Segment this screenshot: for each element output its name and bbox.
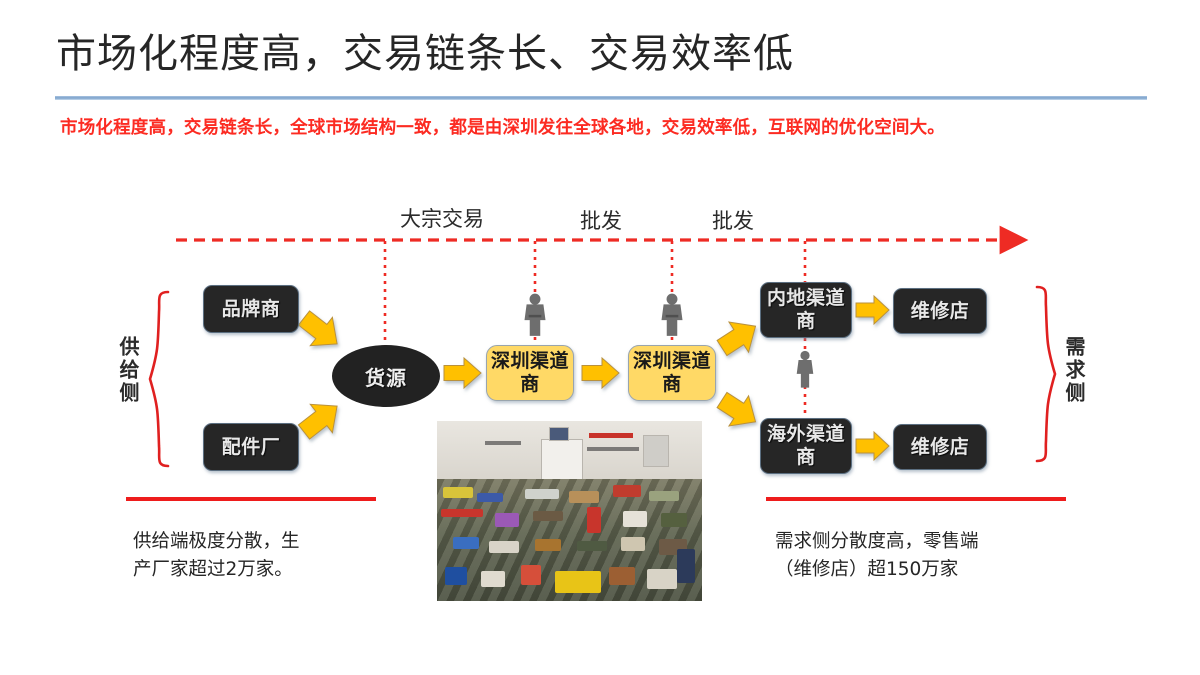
photo-sign-right — [643, 435, 669, 467]
title-divider — [55, 96, 1147, 100]
node-inland-dealer[interactable]: 内地渠道商 — [760, 282, 852, 338]
arrow-parts-to-source — [297, 403, 338, 440]
arrow-inland-to-repair1 — [855, 294, 890, 326]
photo-banner-gray — [587, 447, 639, 451]
caption-supply-line2: 产厂家超过2万家。 — [133, 559, 293, 580]
label-supply-side: 供给侧 — [116, 336, 140, 405]
node-goods-source[interactable]: 货源 — [332, 345, 440, 407]
caption-demand-line2: （维修店）超150万家 — [775, 559, 959, 580]
node-shenzhen-dealer-2[interactable]: 深圳渠道商 — [628, 345, 716, 401]
photo-sign-center — [541, 439, 583, 485]
market-photo — [437, 421, 702, 601]
arrow-overseas-to-repair2 — [855, 430, 890, 462]
node-repair-shop-2[interactable]: 维修店 — [893, 424, 987, 470]
yellow-arrows-group — [297, 294, 890, 462]
photo-stalls — [437, 479, 702, 601]
caption-demand-line1: 需求侧分散度高，零售端 — [775, 531, 979, 552]
person-icon — [661, 293, 683, 336]
node-brand-owner[interactable]: 品牌商 — [203, 285, 299, 333]
person-icons-group — [524, 293, 814, 388]
arrow-dealer2-to-overseas — [716, 391, 757, 427]
subtitle-text: 市场化程度高，交易链条长，全球市场结构一致，都是由深圳发往全球各地，交易效率低，… — [60, 117, 945, 137]
photo-banner-gray-2 — [485, 441, 521, 445]
caption-demand: 需求侧分散度高，零售端 （维修店）超150万家 — [775, 528, 1075, 584]
node-repair-shop-1[interactable]: 维修店 — [893, 288, 987, 334]
flow-label-wholesale-2: 批发 — [712, 209, 754, 233]
flow-label-bulk-trade: 大宗交易 — [400, 207, 484, 231]
page-title: 市场化程度高，交易链条长、交易效率低 — [56, 31, 794, 77]
label-demand-side: 需求侧 — [1062, 336, 1086, 405]
brace-supply-side — [148, 290, 170, 468]
photo-sign-blue — [549, 427, 569, 441]
person-icon — [524, 293, 546, 336]
node-parts-factory[interactable]: 配件厂 — [203, 423, 299, 471]
flow-label-wholesale-1: 批发 — [580, 209, 622, 233]
caption-supply: 供给端极度分散，生 产厂家超过2万家。 — [133, 528, 383, 584]
caption-supply-line1: 供给端极度分散，生 — [133, 531, 300, 552]
arrow-dealer1-to-dealer2 — [581, 356, 620, 390]
photo-banner-red — [589, 433, 633, 438]
arrow-dealer2-to-inland — [716, 321, 757, 357]
arrow-source-to-dealer1 — [443, 356, 482, 390]
arrow-brand-to-source — [297, 310, 338, 347]
brace-demand-side — [1035, 285, 1057, 463]
node-shenzhen-dealer-1[interactable]: 深圳渠道商 — [486, 345, 574, 401]
node-overseas-dealer[interactable]: 海外渠道商 — [760, 418, 852, 474]
person-icon — [796, 350, 814, 388]
